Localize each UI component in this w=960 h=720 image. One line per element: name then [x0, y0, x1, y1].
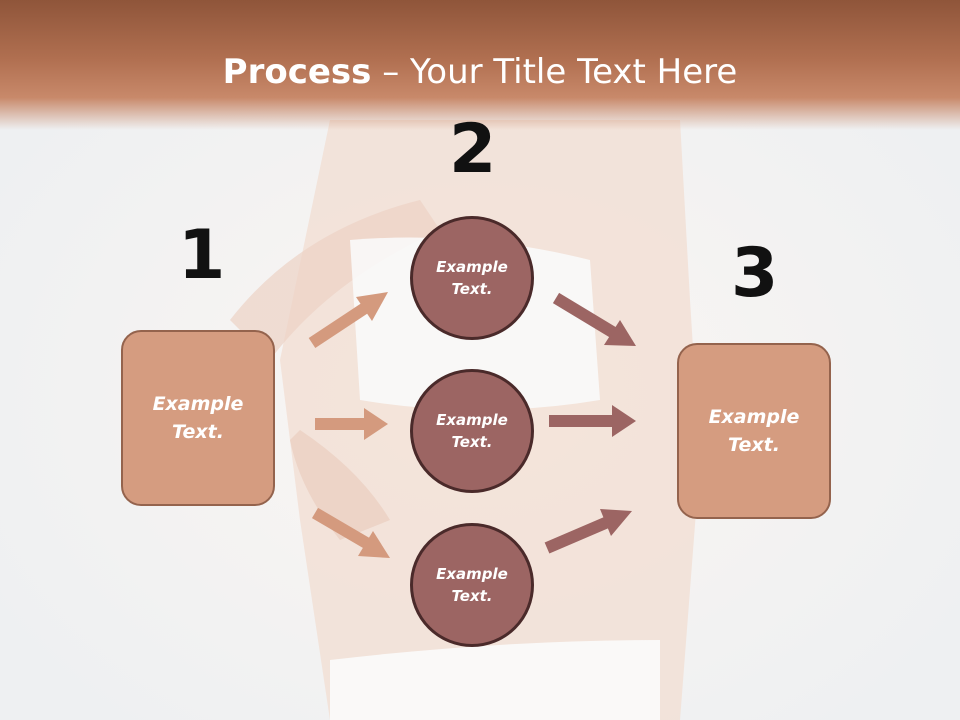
circle-top[interactable]: Example Text. [410, 216, 534, 340]
arrow-left-middle [315, 408, 388, 440]
arrow-left-down [311, 507, 390, 558]
circle-middle[interactable]: Example Text. [410, 369, 534, 493]
circle-top-text: Example Text. [436, 257, 508, 299]
arrow-left-up [308, 292, 388, 349]
title-rest: Your Title Text Here [410, 52, 738, 92]
step-1-box-text: Example Text. [152, 392, 244, 444]
slide-title: Process – Your Title Text Here [0, 52, 960, 92]
step-number-2: 2 [449, 110, 497, 189]
step-3-box-text: Example Text. [708, 405, 800, 457]
circle-bottom[interactable]: Example Text. [410, 523, 534, 647]
circle-middle-text: Example Text. [436, 410, 508, 452]
title-bold: Process [222, 52, 372, 92]
arrow-right-up [544, 509, 632, 554]
title-dash: – [371, 52, 411, 92]
step-1-box[interactable]: Example Text. [121, 330, 275, 506]
step-3-box[interactable]: Example Text. [677, 343, 831, 519]
step-number-1: 1 [178, 216, 226, 295]
arrow-right-middle [549, 405, 636, 437]
circle-bottom-text: Example Text. [436, 564, 508, 606]
title-band [0, 0, 960, 130]
step-number-3: 3 [731, 234, 779, 313]
arrow-right-down [552, 292, 636, 346]
